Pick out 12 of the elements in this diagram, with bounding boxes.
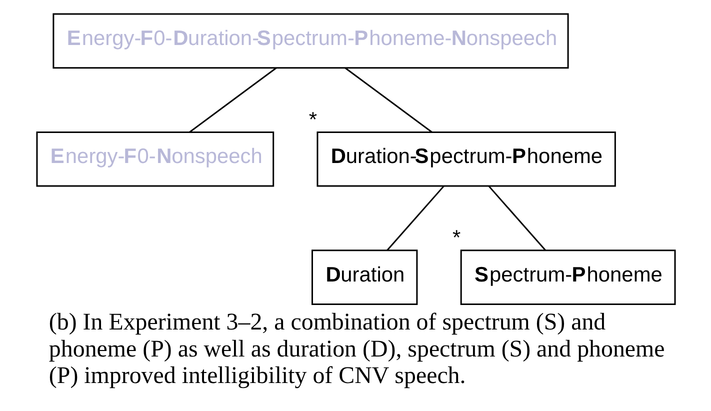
- connector: [488, 186, 546, 251]
- node-label: *: [308, 108, 317, 132]
- connector: [386, 186, 444, 251]
- node-box: Energy-F0-Duration-Spectrum-Phoneme-Nonspeech: [52, 13, 568, 69]
- node-box: Duration-Spectrum-Phoneme: [316, 131, 616, 187]
- node-box: Spectrum-Phoneme: [460, 250, 676, 305]
- node-box: Duration: [311, 250, 418, 305]
- node-box: Energy-F0-Nonspeech: [36, 131, 274, 187]
- caption: (b) In Experiment 3–2, a combination of spectrum (S) and phoneme (P) as well as duration (D), spectrum (S) and phoneme (P) improved intelligibility of CNV speech.: [48, 309, 664, 390]
- connector: [188, 67, 276, 133]
- connector: [344, 67, 432, 133]
- node-label: *: [452, 226, 460, 250]
